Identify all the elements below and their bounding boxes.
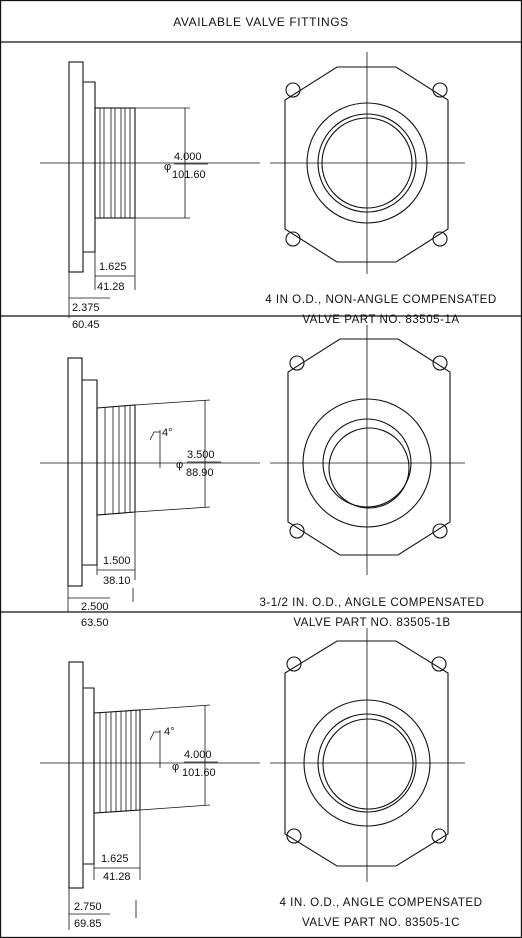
caption-line-2: VALVE PART NO. 83505-1A bbox=[302, 313, 459, 326]
dimension-lines bbox=[68, 218, 136, 318]
angle-label: 4° bbox=[164, 726, 175, 738]
phi-symbol: φ bbox=[176, 459, 183, 471]
drawing-title: AVAILABLE VALVE FITTINGS bbox=[173, 15, 349, 29]
front-view bbox=[270, 628, 465, 882]
side-view bbox=[40, 661, 260, 889]
panel-83505-1c: 4° φ 4.000 101.60 1.625 41.28 2.750 69.8… bbox=[40, 628, 482, 930]
caption-line-1: 4 IN O.D., NON-ANGLE COMPENSATED bbox=[265, 293, 497, 306]
long-length-mm: 63.50 bbox=[81, 617, 109, 629]
diameter-in: 3.500 bbox=[187, 449, 215, 461]
short-length-in: 1.625 bbox=[99, 261, 127, 273]
diameter-mm: 101.60 bbox=[182, 767, 216, 779]
short-length-in: 1.625 bbox=[101, 853, 129, 865]
long-length-in: 2.750 bbox=[74, 901, 102, 913]
short-length-in: 1.500 bbox=[103, 555, 131, 567]
front-view bbox=[270, 52, 465, 274]
short-length-mm: 41.28 bbox=[103, 871, 131, 883]
side-view bbox=[40, 357, 260, 587]
diameter-in: 4.000 bbox=[184, 749, 212, 761]
caption-line-1: 3-1/2 IN. O.D., ANGLE COMPENSATED bbox=[259, 596, 484, 609]
caption-line-1: 4 IN. O.D., ANGLE COMPENSATED bbox=[279, 896, 482, 909]
panel-83505-1a: φ 4.000 101.60 1.625 41.28 2.375 60.45 4 bbox=[40, 52, 497, 331]
long-length-in: 2.500 bbox=[81, 601, 109, 613]
angle-label: 4° bbox=[162, 427, 173, 439]
phi-symbol: φ bbox=[164, 161, 171, 173]
phi-symbol: φ bbox=[172, 761, 179, 773]
diameter-mm: 101.60 bbox=[172, 169, 206, 181]
long-length-mm: 69.85 bbox=[74, 918, 102, 930]
side-view bbox=[40, 61, 260, 273]
caption-line-2: VALVE PART NO. 83505-1B bbox=[293, 616, 450, 629]
short-length-mm: 41.28 bbox=[97, 281, 125, 293]
panel-83505-1b: 4° φ 3.500 88.90 1.500 38.10 2.500 63.50 bbox=[40, 325, 484, 629]
caption-line-2: VALVE PART NO. 83505-1C bbox=[302, 916, 460, 929]
dimension-lines bbox=[67, 512, 136, 612]
long-length-mm: 60.45 bbox=[72, 319, 100, 331]
long-length-in: 2.375 bbox=[72, 302, 100, 314]
front-view bbox=[270, 325, 465, 575]
short-length-mm: 38.10 bbox=[103, 575, 131, 587]
diameter-in: 4.000 bbox=[174, 151, 202, 163]
dimension-lines bbox=[68, 810, 141, 930]
diameter-mm: 88.90 bbox=[186, 467, 214, 479]
